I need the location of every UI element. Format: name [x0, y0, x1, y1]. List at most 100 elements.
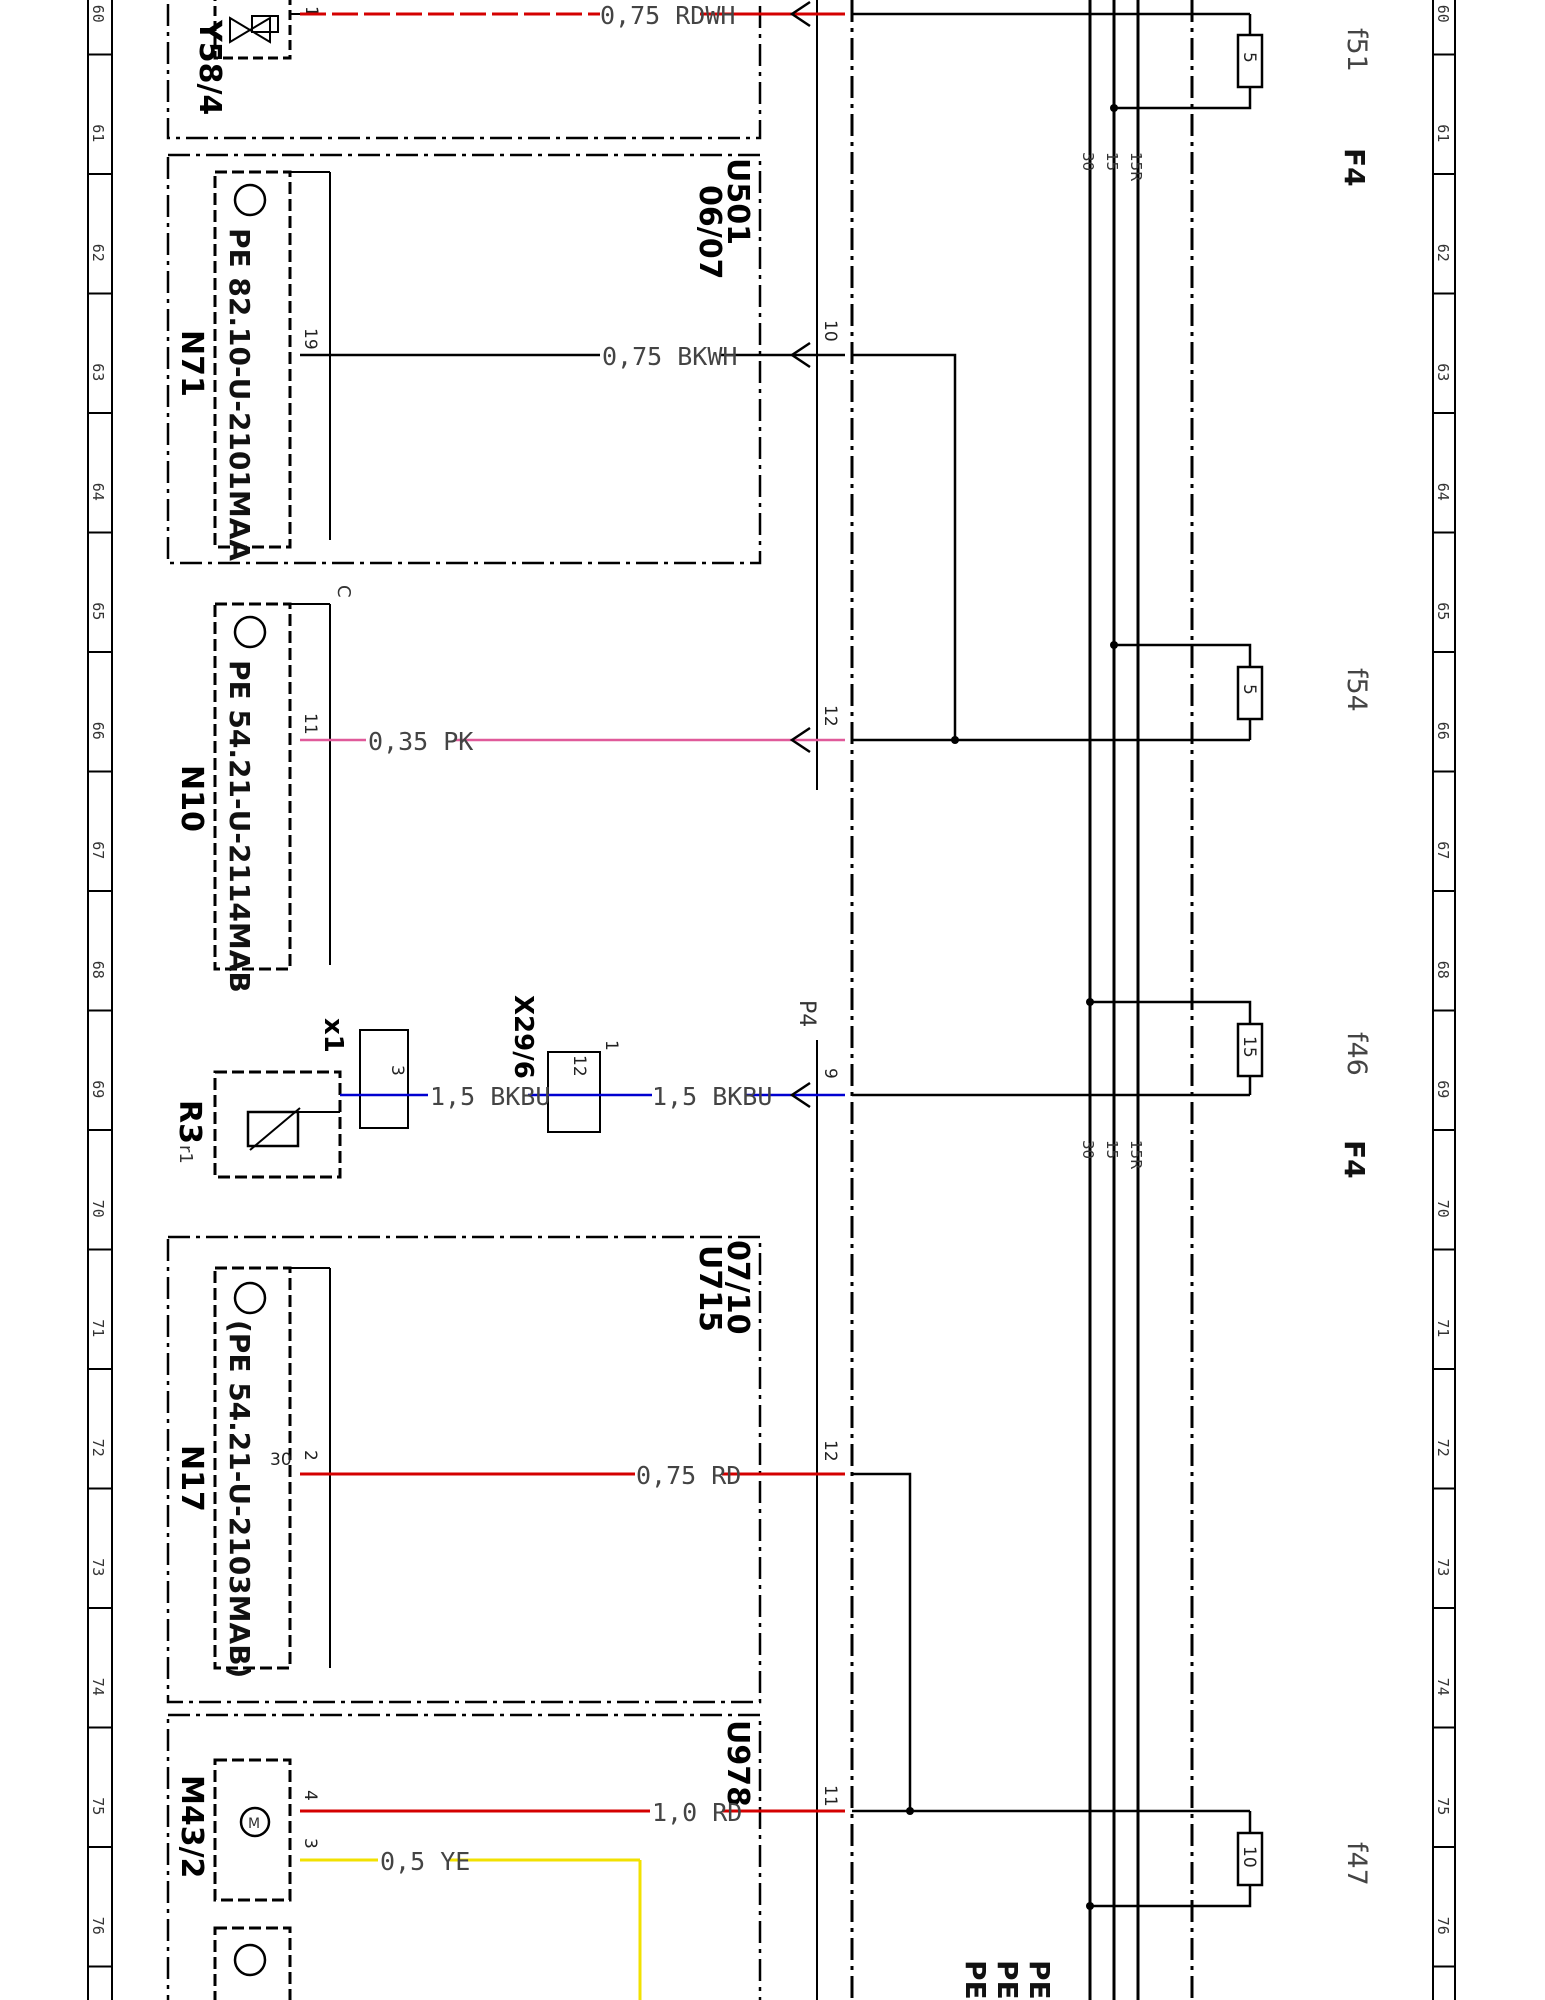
n17-pin-alt: 30: [270, 1450, 292, 1470]
fuse-rating: 15: [1239, 1036, 1259, 1058]
x1-code: x1: [318, 1018, 348, 1053]
bus-labels-lower: 30 15 15R F4: [1079, 1140, 1371, 1179]
ruler-label: 64: [89, 483, 107, 501]
u715-box: [166, 1235, 762, 1704]
wire-label-1: 0,75 RDWH: [600, 1, 735, 30]
ruler-label: 62: [1434, 244, 1452, 262]
ruler-label: 67: [89, 841, 107, 859]
x1-pin: 3: [387, 1065, 407, 1076]
wire-label-5: 1,5 BKBU: [652, 1082, 772, 1111]
n17-component: (PE 54.21-U-2103MAB) N17 30 2: [174, 1266, 331, 1678]
m43-code: M43/2: [174, 1775, 209, 1878]
left-ruler: [87, 0, 113, 2000]
ruler-label: 62: [89, 244, 107, 262]
ruler-label: 68: [89, 961, 107, 979]
bus-label-15: 15: [1103, 152, 1121, 171]
ruler-label: 71: [1434, 1319, 1452, 1337]
fuse-f54: 5 f54: [1236, 665, 1372, 721]
y58-pin: 1: [301, 6, 321, 17]
n10-part: PE 54.21-U-2114MAB: [223, 660, 256, 993]
n10-pin: 11: [300, 713, 320, 735]
ruler-label: 74: [89, 1678, 107, 1696]
n71-code: N71: [174, 330, 209, 397]
svg-text:M: M: [248, 1816, 260, 1832]
connector-arrows: [789, 0, 811, 1109]
fuse-f51: 5 f51: [1236, 28, 1372, 89]
conn-pin-12b: 12: [820, 1440, 840, 1462]
n10-side-label: C: [333, 585, 354, 598]
ruler-label: 67: [1434, 841, 1452, 859]
ruler-label: 66: [1434, 722, 1452, 740]
ruler-label: 75: [89, 1797, 107, 1815]
footer-marks: PE PE PE: [959, 1960, 1056, 2000]
ruler-label: 72: [89, 1439, 107, 1457]
ruler-label: 74: [1434, 1678, 1452, 1696]
r3-component: R3 r1: [172, 1070, 342, 1179]
ruler-label: 73: [1434, 1558, 1452, 1576]
motor-icon: [239, 1806, 271, 1838]
y58-box: [166, 0, 762, 140]
n17-code: N17: [174, 1445, 209, 1512]
u715-code: U715: [692, 1245, 727, 1332]
bus-labels-upper: 30 15 15R F4: [1079, 148, 1371, 187]
conn-pin-12a: 12: [820, 705, 840, 727]
m43-pin-4: 4: [300, 1790, 320, 1801]
n71-component: PE 82.10-U-2101MAA N71 19: [174, 170, 331, 561]
transistor-icon: [233, 1281, 267, 1315]
bus-label-30: 30: [1079, 152, 1097, 171]
resistor-icon: [246, 1110, 300, 1148]
fuse-rating: 5: [1239, 684, 1259, 695]
n71-part: PE 82.10-U-2101MAA: [223, 228, 256, 561]
fuse-rating: 5: [1239, 52, 1259, 63]
ruler-label: 66: [89, 722, 107, 740]
n10-code: N10: [174, 765, 209, 832]
wire-label-4: 1,5 BKBU: [430, 1082, 550, 1111]
ruler-label: 61: [1434, 124, 1452, 142]
group-label: F4: [1338, 1140, 1371, 1179]
conn-pin-11: 11: [820, 1785, 840, 1807]
u501-code: U501: [720, 158, 755, 245]
ruler-label: 63: [1434, 363, 1452, 381]
r3-sub: r1: [175, 1145, 196, 1164]
u715-ref: 07/10: [720, 1240, 755, 1334]
n17-pin: 2: [300, 1450, 320, 1461]
fuse-icon: [1236, 665, 1264, 721]
fuse-name: f47: [1341, 1842, 1372, 1886]
ruler-label: 63: [89, 363, 107, 381]
ruler-label: 69: [89, 1080, 107, 1098]
fuse-name: f54: [1341, 668, 1372, 712]
n17-part: (PE 54.21-U-2103MAB): [223, 1320, 256, 1678]
conn-pin-10: 10: [820, 320, 840, 342]
u501-ref: 06/07: [692, 185, 727, 279]
n10-component: PE 54.21-U-2114MAB N10 C 11: [174, 585, 354, 993]
wire-label-7: 1,0 RD: [652, 1798, 742, 1827]
ruler-label: 69: [1434, 1080, 1452, 1098]
transistor-icon: [233, 615, 267, 649]
ruler-label: 68: [1434, 961, 1452, 979]
bus-label-15: 15: [1103, 1140, 1121, 1159]
ruler-label: 76: [1434, 1917, 1452, 1935]
ruler-label: 73: [89, 1558, 107, 1576]
x29-pin-1: 1: [601, 1040, 621, 1051]
bus-label-30: 30: [1079, 1140, 1097, 1159]
ruler-label: 71: [89, 1319, 107, 1337]
fuse-name: f46: [1341, 1032, 1372, 1076]
ruler-label: 65: [1434, 602, 1452, 620]
pe-mark: PE: [959, 1960, 992, 2000]
m43-component: M M43/2 4 3: [174, 1758, 320, 1902]
u501-box: [166, 153, 762, 565]
x29-pin-12: 12: [569, 1055, 589, 1077]
pe-mark: PE: [991, 1960, 1024, 2000]
right-ruler: [1432, 0, 1456, 2000]
wire-label-8: 0,5 YE: [380, 1847, 470, 1876]
transistor-icon: [233, 183, 267, 217]
fuse-name: f51: [1341, 28, 1372, 72]
ruler-label: 60: [1434, 5, 1452, 23]
ruler-label: 60: [89, 5, 107, 23]
valve-icon: [229, 16, 271, 44]
ruler-label: 70: [89, 1200, 107, 1218]
ruler-label: 75: [1434, 1797, 1452, 1815]
conn-pin-9: 9: [820, 1068, 840, 1079]
